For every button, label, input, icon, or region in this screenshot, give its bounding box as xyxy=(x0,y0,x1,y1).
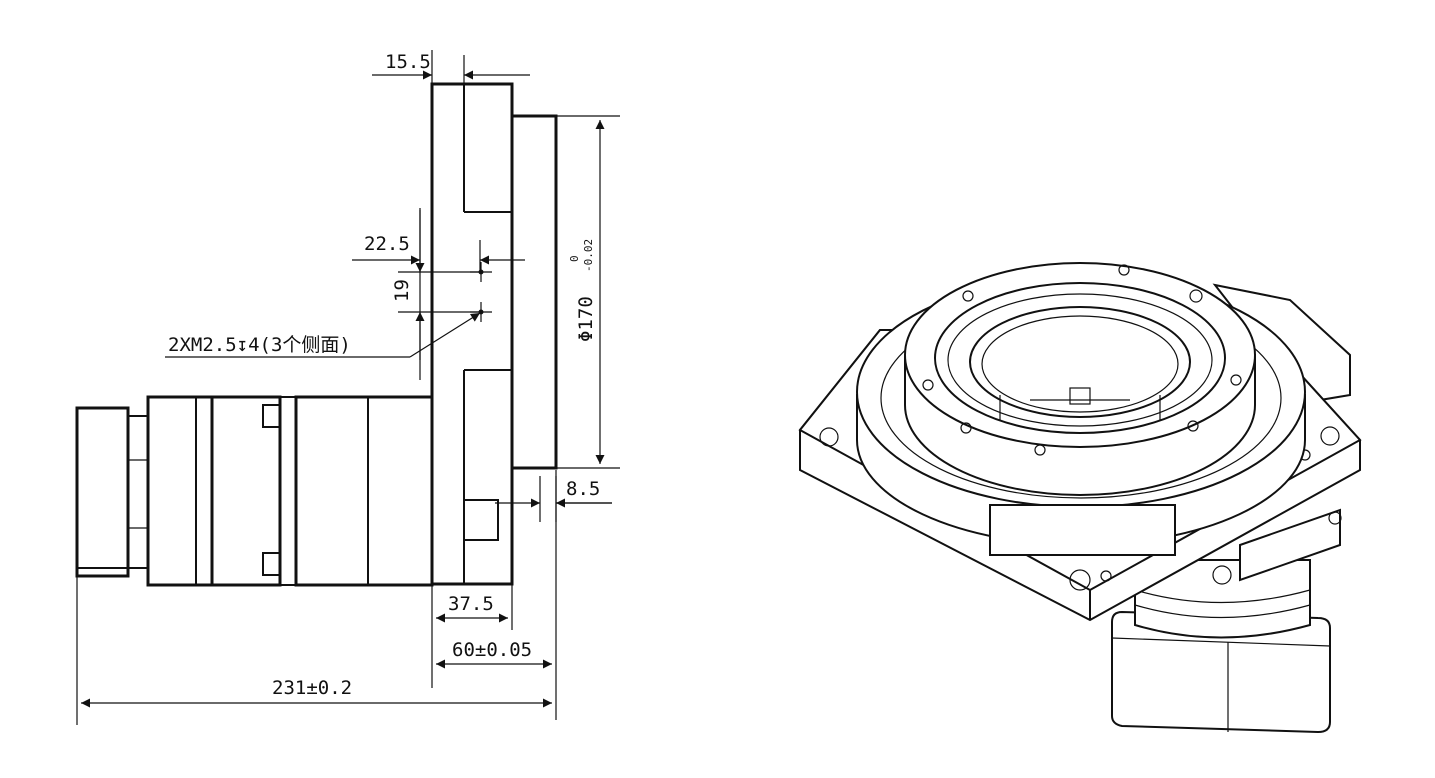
side-view xyxy=(75,82,558,587)
thread-note: 2XM2.5↧4(3个侧面) xyxy=(168,334,351,356)
dim-phi170-tol-upper: 0 xyxy=(568,255,581,262)
dim-37-5: 37.5 xyxy=(448,593,494,615)
dim-60: 60±0.05 xyxy=(452,639,532,661)
dim-8-5: 8.5 xyxy=(566,478,600,500)
dimension-lines xyxy=(76,50,620,725)
dim-231: 231±0.2 xyxy=(272,677,352,699)
dim-15-5: 15.5 xyxy=(385,51,431,73)
isometric-view xyxy=(798,262,1362,734)
dim-22-5: 22.5 xyxy=(364,233,410,255)
dim-phi170-tol-lower: -0.02 xyxy=(582,239,595,272)
dim-phi170: Φ170 xyxy=(575,296,597,342)
dim-19: 19 xyxy=(391,279,413,302)
